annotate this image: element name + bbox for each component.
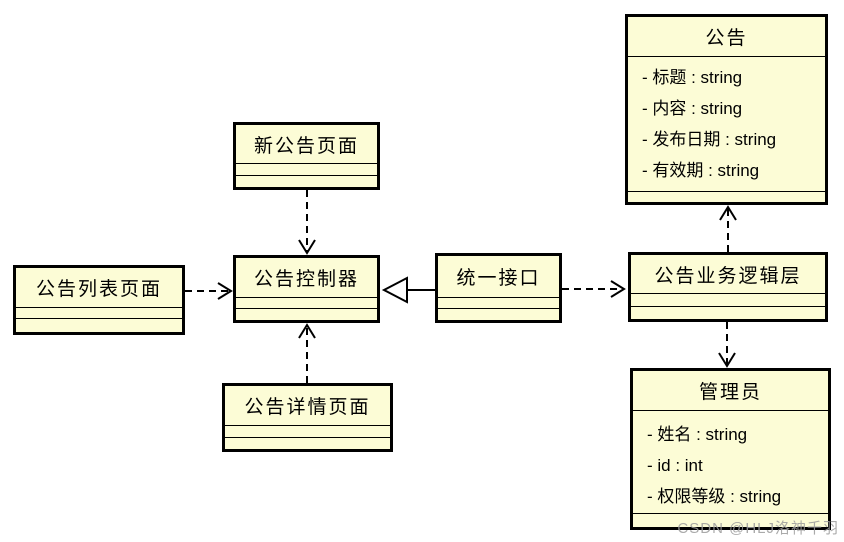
empty-compartment [438,308,559,320]
class-announcement-title: 公告 [705,28,748,49]
class-detail-page: 公告详情页面 [222,383,393,452]
attribute-row: - id : int [647,456,703,475]
dependency-arrow-listpage-to-controller [185,282,233,300]
empty-compartment [631,306,825,319]
class-detail-page-title: 公告详情页面 [244,397,371,418]
class-admin: 管理员 - 姓名 : string - id : int - 权限等级 : st… [630,368,831,530]
class-announcement-methods-empty [628,191,825,202]
class-admin-attributes: - 姓名 : string - id : int - 权限等级 : string [633,410,828,513]
class-interface-title: 统一接口 [456,268,541,289]
dependency-arrow-interface-to-logiclayer [562,280,626,298]
empty-compartment [225,437,390,449]
attribute-row: - 姓名 : string [647,425,748,444]
attribute-row: - 内容 : string [642,99,743,118]
class-announcement-attributes: - 标题 : string - 内容 : string - 发布日期 : str… [628,56,825,191]
empty-compartment [225,425,390,437]
attribute-row: - 发布日期 : string [642,130,777,149]
class-list-page-title: 公告列表页面 [35,279,162,300]
attribute-row: - 标题 : string [642,68,743,87]
class-controller: 公告控制器 [233,255,380,323]
empty-compartment [16,318,182,332]
class-logic-layer-title: 公告业务逻辑层 [654,265,802,287]
class-logic-layer: 公告业务逻辑层 [628,252,828,322]
class-new-page-title: 新公告页面 [253,135,359,157]
dependency-arrow-detailpage-to-controller [298,323,316,383]
class-announcement: 公告 - 标题 : string - 内容 : string - 发布日期 : … [625,14,828,205]
csdn-watermark: CSDN @HLJ洛神千羽 [677,520,839,537]
empty-compartment [236,175,377,187]
class-new-page: 新公告页面 [233,122,380,190]
empty-compartment [631,293,825,306]
dependency-arrow-logiclayer-to-announcement [719,205,737,252]
class-admin-methods-empty [633,513,828,527]
class-list-page: 公告列表页面 [13,265,185,335]
empty-compartment [236,297,377,308]
class-controller-title: 公告控制器 [253,269,359,290]
class-interface: 统一接口 [435,253,562,323]
generalization-arrow-interface-to-controller [381,276,435,304]
empty-compartment [236,163,377,175]
dependency-arrow-newpage-to-controller [298,190,316,255]
empty-compartment [16,307,182,318]
empty-compartment [438,297,559,308]
attribute-row: - 有效期 : string [642,161,760,180]
attribute-row: - 权限等级 : string [647,487,782,506]
dependency-arrow-logiclayer-to-admin [718,322,736,368]
empty-compartment [236,308,377,320]
class-admin-title: 管理员 [698,382,762,403]
